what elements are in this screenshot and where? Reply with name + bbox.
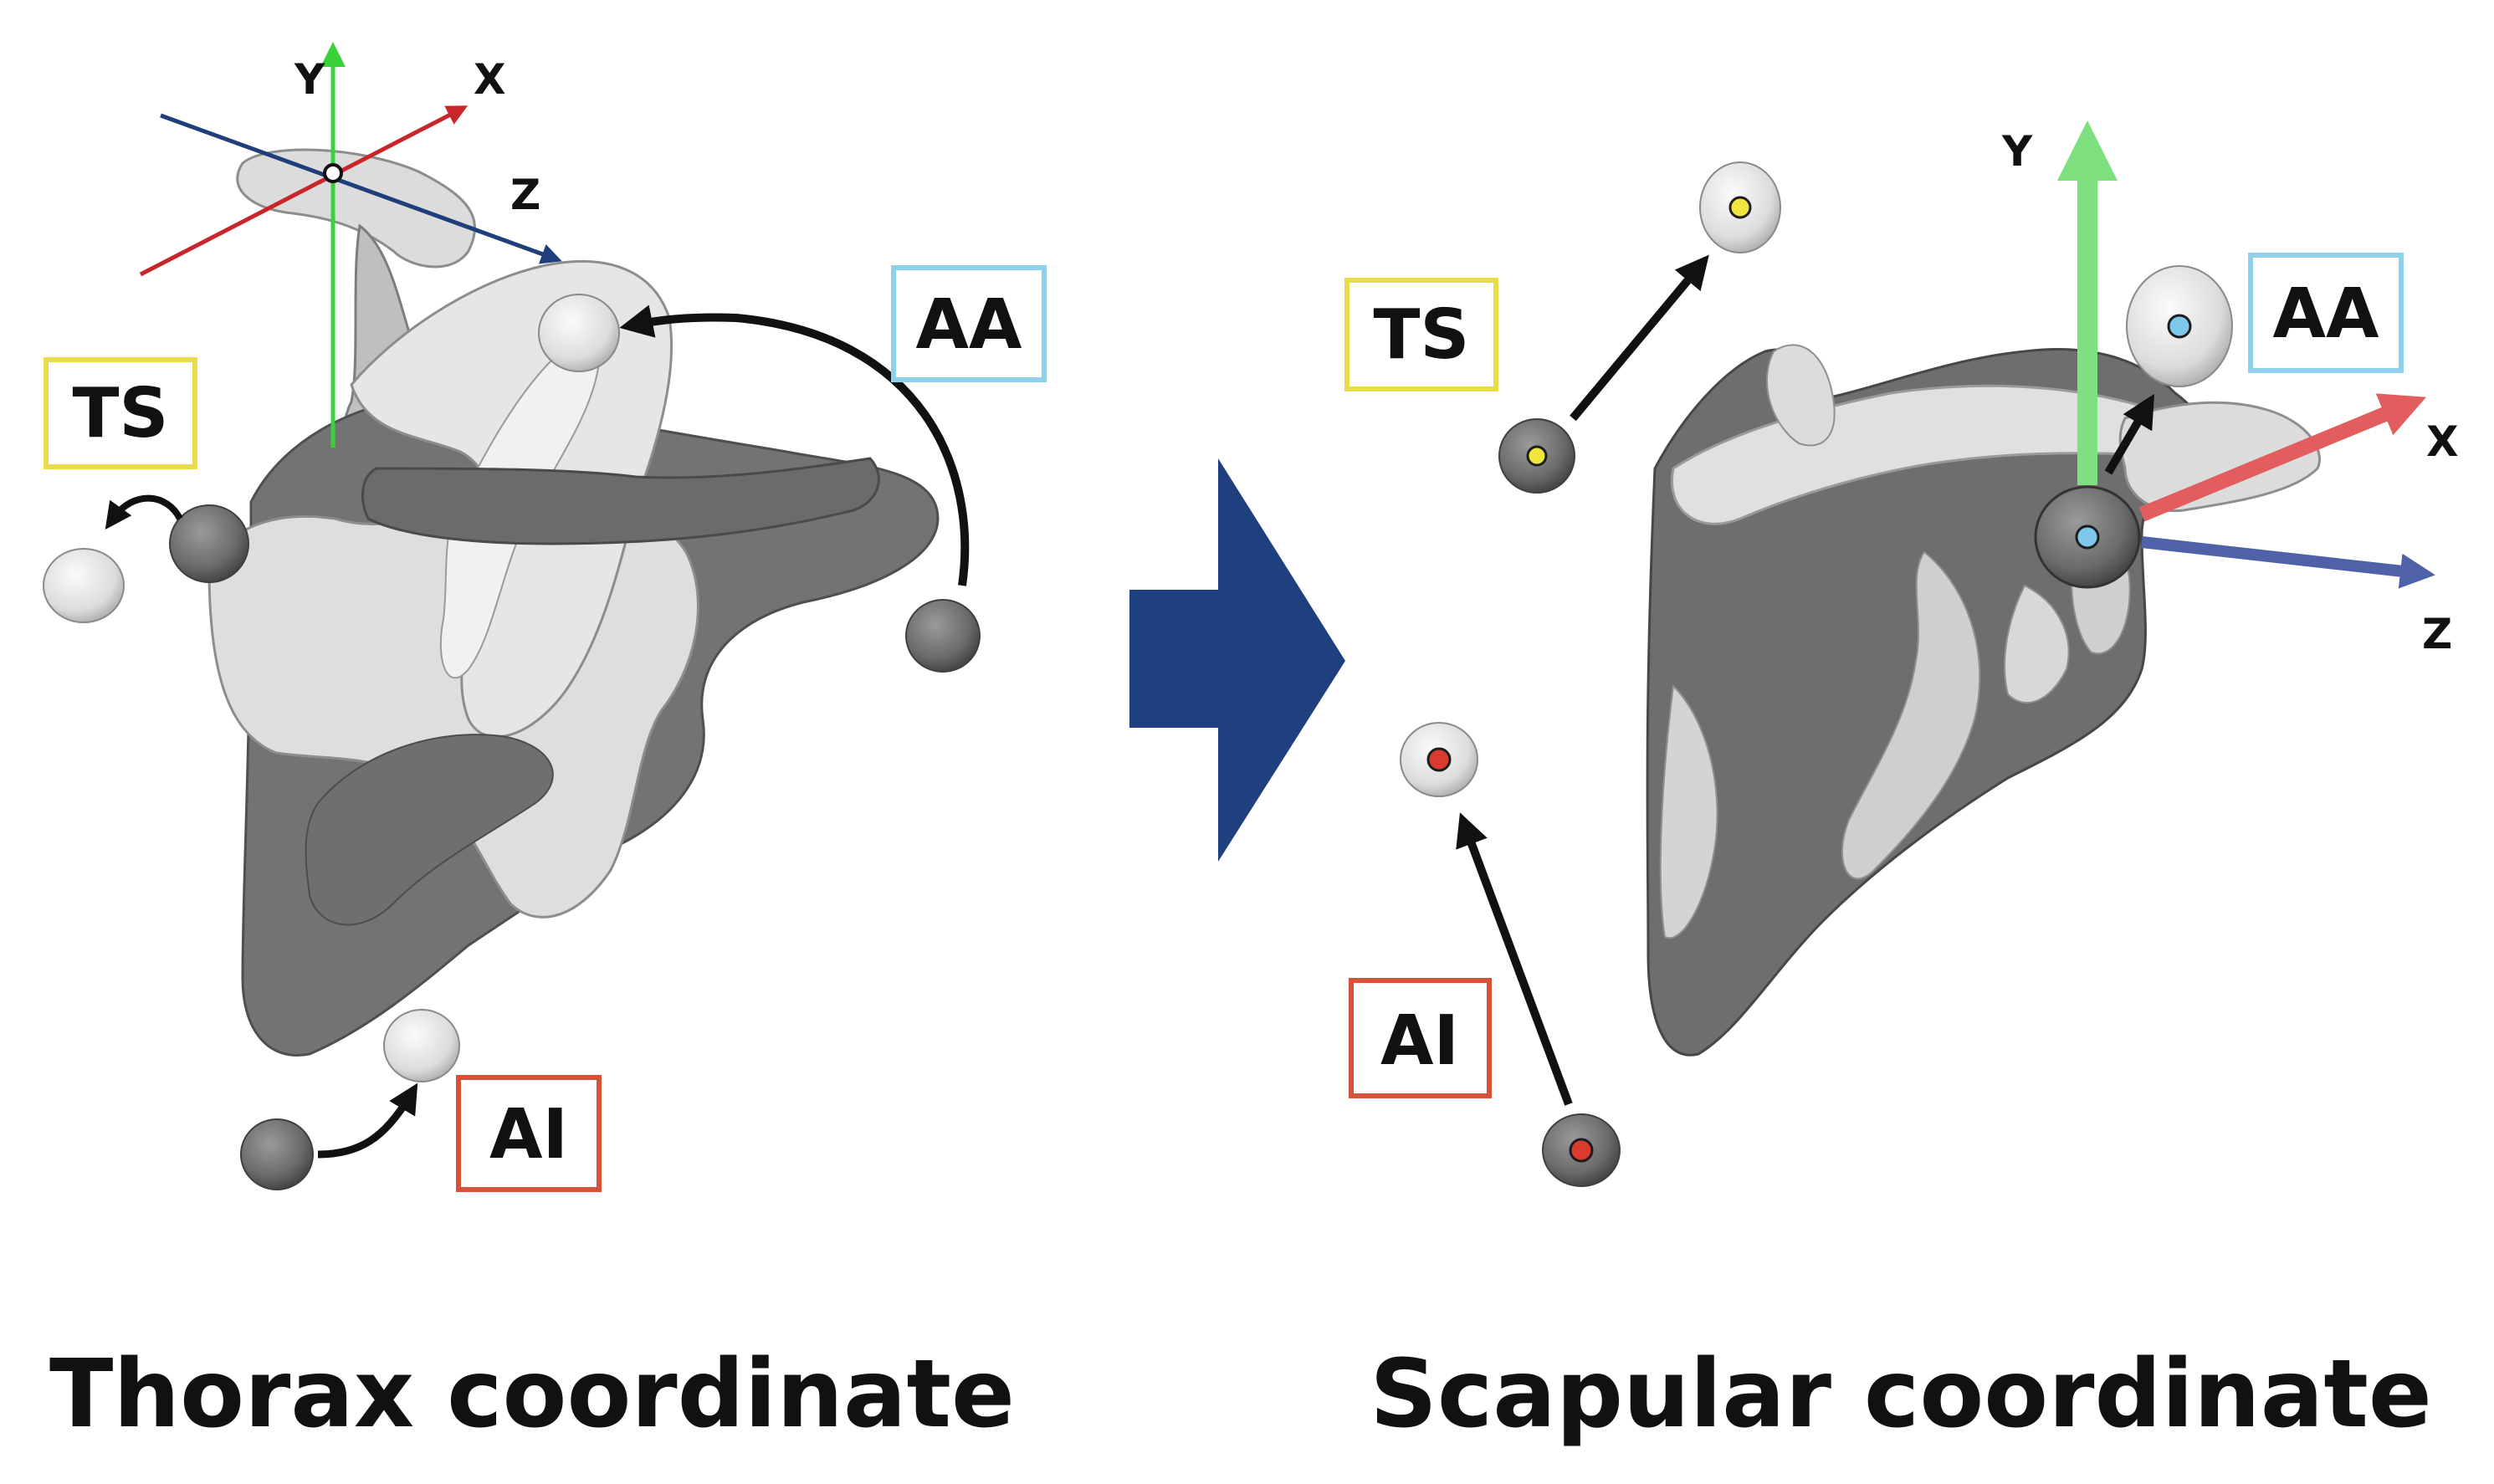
scapular-ai-arrow <box>1456 812 1573 1106</box>
scapular-ts-arrow <box>1570 254 1709 422</box>
thorax-aa-label: AA <box>916 285 1022 365</box>
scapular-caption: Scapular coordinate <box>1370 1340 2432 1449</box>
thorax-aa-box: AA <box>891 265 1047 382</box>
thorax-axis-z-label: Z <box>510 171 540 219</box>
scapular-ts-label: TS <box>1374 295 1470 375</box>
thorax-ts-dark-sphere <box>169 504 249 583</box>
scapular-axis-y-label: Y <box>2001 127 2033 176</box>
thorax-axis-x <box>139 105 469 277</box>
thorax-ai-label: AI <box>489 1095 568 1174</box>
thorax-axis-z <box>160 113 562 264</box>
scapular-scapula-light <box>1659 344 2187 939</box>
thorax-ts-arrow <box>105 494 183 530</box>
thorax-aa-arrow <box>619 304 970 586</box>
thorax-aa-light-sphere <box>538 294 620 372</box>
thorax-caption: Thorax coordinate <box>49 1340 1015 1449</box>
thorax-panel: Y X Z TS AA AI <box>43 42 1047 1192</box>
scapular-movement-arrows <box>1456 254 2155 1106</box>
scapular-ai-label: AI <box>1380 1001 1459 1081</box>
thorax-ai-light-sphere <box>383 1009 460 1082</box>
thorax-movement-arrows <box>105 304 970 1159</box>
thorax-ai-box: AI <box>456 1075 602 1192</box>
scapular-ts-dark-marker <box>1526 445 1548 467</box>
scapular-landmarks <box>1400 161 2233 1187</box>
scapular-aa-label: AA <box>2273 274 2379 354</box>
scapular-panel: Y X Z TS <box>1344 120 2459 1187</box>
scapular-ai-dark-marker <box>1569 1138 1594 1163</box>
scapular-ai-box: AI <box>1349 978 1492 1098</box>
scapular-axis-x <box>2138 393 2426 522</box>
scapular-ts-box: TS <box>1344 278 1498 391</box>
thorax-ai-dark-sphere <box>240 1118 314 1190</box>
transition-arrow <box>1129 458 1345 862</box>
thorax-ts-label: TS <box>73 374 169 453</box>
scapular-ai-light-marker <box>1426 747 1452 772</box>
scapular-axis-x-label: X <box>2426 417 2459 466</box>
thorax-ai-arrow <box>317 1082 418 1159</box>
scapular-axes: Y X Z <box>2001 120 2459 658</box>
scapular-aa-arrow <box>2104 393 2155 475</box>
scapular-ts-light-marker <box>1728 196 1752 219</box>
thorax-aa-dark-sphere <box>905 599 981 673</box>
scapular-aa-box: AA <box>2248 253 2404 373</box>
thorax-axes: Y X Z <box>139 42 562 448</box>
thorax-spine-dark <box>305 457 880 926</box>
scapular-aa-light-marker <box>2167 314 2192 339</box>
thorax-ts-light-sphere <box>43 548 125 623</box>
thorax-origin <box>323 163 343 183</box>
thorax-axis-y-label: Y <box>294 55 325 104</box>
scapular-axis-z <box>2141 536 2435 589</box>
scapular-aa-origin-marker <box>2075 525 2100 550</box>
scapular-axis-z-label: Z <box>2422 610 2452 658</box>
thorax-ts-box: TS <box>44 357 197 469</box>
thorax-landmarks <box>43 294 981 1190</box>
thorax-axis-x-label: X <box>474 55 506 104</box>
